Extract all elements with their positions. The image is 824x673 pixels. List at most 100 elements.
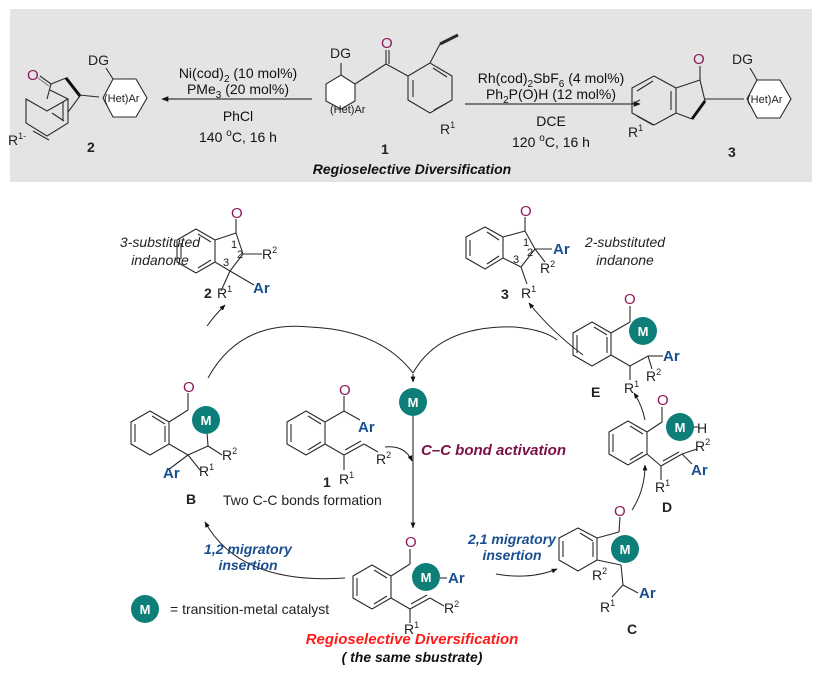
compound-2-ring bbox=[102, 67, 148, 118]
cycle-p2-pos3: 3 bbox=[223, 257, 229, 269]
cycle-substrate-ar: Ar bbox=[358, 419, 375, 436]
intermediate-e-r2: R2 bbox=[646, 367, 661, 384]
cycle-p2-desc-line2: indanone bbox=[131, 252, 189, 268]
intermediate-c-m: M bbox=[620, 542, 631, 557]
intermediate-d-h: H bbox=[697, 420, 707, 436]
intermediate-e-label: E bbox=[591, 384, 600, 400]
intermediate-c-structure bbox=[558, 516, 639, 598]
intermediate-b-ar: Ar bbox=[163, 465, 180, 482]
catalyst-m-circle bbox=[399, 388, 427, 416]
intermediate-b-r2: R2 bbox=[222, 446, 237, 463]
intermediate-e-m-circle bbox=[629, 317, 657, 345]
compound-3-het-ar: (Het)Ar bbox=[747, 94, 783, 106]
ni-condition-solvent: PhCl bbox=[223, 108, 253, 124]
cycle-p2-pos1: 1 bbox=[231, 239, 237, 251]
intermediate-a-m: M bbox=[421, 570, 432, 585]
arrow-d-to-e bbox=[633, 392, 646, 421]
compound-3-number: 3 bbox=[728, 144, 736, 160]
intermediate-a-ar: Ar bbox=[448, 570, 465, 587]
intermediate-d-r2: R2 bbox=[695, 437, 710, 454]
intermediate-d-label: D bbox=[662, 499, 672, 515]
cycle-p3-desc-line2: indanone bbox=[596, 252, 654, 268]
compound-2-dg: DG bbox=[88, 52, 109, 68]
cycle-p3-desc-line1: 2-substituted bbox=[584, 234, 666, 250]
arrow-to-c bbox=[495, 568, 558, 577]
cycle-p3-r2: R2 bbox=[540, 259, 555, 276]
intermediate-e-r1: R1 bbox=[624, 379, 639, 396]
intermediate-a-structure bbox=[352, 549, 447, 623]
cycle-p3-ar: Ar bbox=[553, 241, 570, 258]
cycle-substrate-oxygen: O bbox=[339, 382, 351, 399]
cycle-p3-pos1: 1 bbox=[523, 237, 529, 249]
cycle-substrate-r1: R1 bbox=[339, 470, 354, 487]
arc-b-to-catalyst bbox=[207, 325, 414, 379]
arrow-to-product-2 bbox=[206, 304, 226, 327]
compound-2-het-ar: (Het)Ar bbox=[104, 93, 140, 105]
intermediate-b-structure bbox=[130, 393, 223, 471]
cycle-product-2-structure bbox=[176, 219, 262, 292]
two-cc-bonds-label: Two C-C bonds formation bbox=[223, 492, 382, 508]
intermediate-c-m-circle bbox=[611, 535, 639, 563]
compound-3-structure bbox=[631, 66, 744, 126]
legend-m-circle bbox=[131, 595, 159, 623]
compound-1-oxygen: O bbox=[381, 35, 393, 52]
cc-activation-label: C–C bond activation bbox=[421, 442, 566, 459]
intermediate-b-r1: R1 bbox=[199, 462, 214, 479]
cycle-substrate-1-structure bbox=[286, 396, 379, 470]
intermediate-b-label: B bbox=[186, 491, 196, 507]
arrow-substrate-join bbox=[384, 446, 413, 462]
arrow-to-product-3 bbox=[528, 302, 584, 356]
cycle-substrate-r2: R2 bbox=[376, 450, 391, 467]
compound-1-number: 1 bbox=[381, 141, 389, 157]
mig12-line1: 1,2 migratory bbox=[204, 541, 293, 557]
intermediate-a-oxygen: O bbox=[405, 534, 417, 551]
compound-2-number: 2 bbox=[87, 139, 95, 155]
cycle-p2-ar: Ar bbox=[253, 280, 270, 297]
compound-2-oxygen: O bbox=[27, 67, 39, 84]
intermediate-e-oxygen: O bbox=[624, 291, 636, 308]
compound-1-het-ar: (Het)Ar bbox=[330, 104, 366, 116]
intermediate-c-label: C bbox=[627, 621, 637, 637]
cycle-p2-r2: R2 bbox=[262, 245, 277, 262]
mig21-line2: insertion bbox=[482, 547, 541, 563]
ni-condition-line2: PMe3 (20 mol%) bbox=[187, 81, 289, 101]
intermediate-d-r1: R1 bbox=[655, 478, 670, 495]
cycle-p2-number: 2 bbox=[204, 285, 212, 301]
arrow-c-to-d bbox=[631, 464, 648, 511]
same-substrate-caption: ( the same sbustrate) bbox=[342, 649, 483, 665]
mig12-line2: insertion bbox=[218, 557, 277, 573]
intermediate-d-oxygen: O bbox=[657, 392, 669, 409]
rh-condition-temp: 120 oC, 16 h bbox=[512, 133, 590, 150]
cycle-p2-oxygen: O bbox=[231, 205, 243, 222]
intermediate-d-ar: Ar bbox=[691, 462, 708, 479]
intermediate-a-r2: R2 bbox=[444, 599, 459, 616]
cycle-p3-pos3: 3 bbox=[513, 254, 519, 266]
compound-2-r1: R1- bbox=[8, 131, 26, 148]
intermediate-b-m: M bbox=[201, 413, 212, 428]
regio-caption: Regioselective Diversification bbox=[306, 631, 519, 648]
cycle-p3-r1: R1 bbox=[521, 284, 536, 301]
ni-condition-line1: Ni(cod)2 (10 mol%) bbox=[179, 65, 297, 85]
compound-3-oxygen: O bbox=[693, 51, 705, 68]
legend-m-label: M bbox=[140, 602, 151, 617]
cycle-p2-desc-line1: 3-substituted bbox=[120, 234, 201, 250]
compound-1-dg: DG bbox=[330, 45, 351, 61]
catalyst-m-label: M bbox=[408, 395, 419, 410]
intermediate-d-m: M bbox=[675, 420, 686, 435]
intermediate-c-r1: R1 bbox=[600, 598, 615, 615]
intermediate-c-oxygen: O bbox=[614, 503, 626, 520]
cycle-p3-oxygen: O bbox=[520, 203, 532, 220]
rh-condition-line1: Rh(cod)2SbF6 (4 mol%) bbox=[478, 70, 625, 90]
cycle-p2-r1: R1 bbox=[217, 284, 232, 301]
arrow-to-b bbox=[204, 521, 346, 580]
arc-e-to-catalyst bbox=[412, 326, 558, 374]
top-scheme-caption: Regioselective Diversification bbox=[313, 161, 511, 177]
intermediate-e-structure bbox=[572, 306, 663, 380]
cycle-substrate-number: 1 bbox=[323, 474, 331, 490]
cycle-product-3-structure bbox=[465, 217, 552, 285]
legend-text: = transition-metal catalyst bbox=[170, 601, 329, 617]
intermediate-c-ar: Ar bbox=[639, 585, 656, 602]
intermediate-e-m: M bbox=[638, 324, 649, 339]
intermediate-a-r1: R1 bbox=[404, 620, 419, 637]
